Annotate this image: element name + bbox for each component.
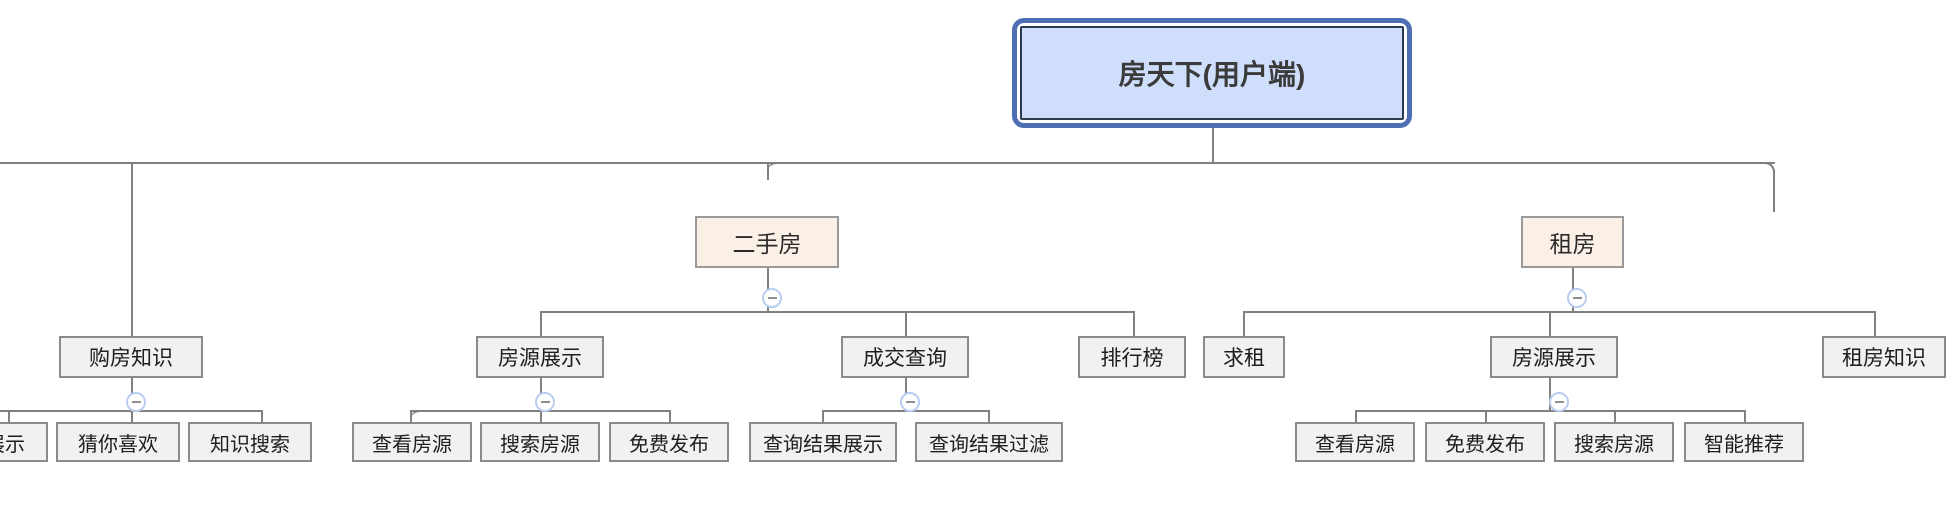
node-zhanshi-clipped[interactable]: 展示: [0, 422, 48, 462]
node-zhanshi-clipped-label: 展示: [0, 433, 25, 456]
root-selection-frame: [1012, 18, 1412, 128]
connector-zufang-drop: [1572, 261, 1574, 311]
minus-circle-icon-zufang[interactable]: [1567, 288, 1587, 308]
node-cainixihuan-label: 猜你喜欢: [78, 433, 158, 456]
connector-l3-zufangyuan: [1549, 311, 1551, 337]
node-chakanfangyuan-ershoufang[interactable]: 查看房源: [352, 422, 472, 462]
node-zufangzhishi[interactable]: 租房知识: [1822, 336, 1946, 378]
node-mianfeifabu-zufang-label: 免费发布: [1445, 433, 1525, 456]
node-paihangbang[interactable]: 排行榜: [1078, 336, 1186, 378]
node-mianfeifabu-ershoufang[interactable]: 免费发布: [609, 422, 729, 462]
connector-l3-fangyuan: [540, 311, 542, 337]
node-ershoufang-fangyuanzhanshi-label: 房源展示: [498, 347, 582, 370]
node-zufang[interactable]: 租房: [1521, 216, 1624, 268]
node-chaxunjieguoguolv-label: 查询结果过滤: [929, 433, 1049, 456]
node-chaxunjieguozhanshi[interactable]: 查询结果展示: [749, 422, 897, 462]
node-mianfeifabu-ershoufang-label: 免费发布: [629, 433, 709, 456]
connector-child-b1: [822, 410, 824, 424]
connector-l3-qiuzu: [1243, 311, 1245, 337]
connector-root-stem: [1212, 128, 1214, 162]
node-mianfeifabu-zufang[interactable]: 免费发布: [1425, 422, 1545, 462]
node-chakanfangyuan-ershoufang-label: 查看房源: [372, 433, 452, 456]
minus-circle-icon-zufang-fangyuanzhanshi[interactable]: [1549, 392, 1569, 412]
node-chaxunjieguozhanshi-label: 查询结果展示: [763, 433, 883, 456]
node-ershoufang[interactable]: 二手房: [695, 216, 839, 268]
node-goufangzhishi[interactable]: 购房知识: [59, 336, 203, 378]
node-zufang-label: 租房: [1549, 231, 1596, 257]
connector-child-d4: [1744, 410, 1746, 424]
node-sousuofangyuan-ershoufang-label: 搜索房源: [500, 433, 580, 456]
node-zufangzhishi-label: 租房知识: [1842, 347, 1926, 370]
connector-main-bus: [0, 162, 1775, 164]
connector-child-c1: [8, 410, 10, 424]
connector-child-c3: [261, 410, 263, 424]
node-ershoufang-fangyuanzhanshi[interactable]: 房源展示: [476, 336, 604, 378]
connector-elbow-a1: [410, 410, 422, 424]
node-qiuzu[interactable]: 求租: [1203, 336, 1285, 378]
connector-child-a2: [540, 410, 542, 424]
node-sousuofangyuan-zufang[interactable]: 搜索房源: [1554, 422, 1674, 462]
node-goufangzhishi-label: 购房知识: [89, 347, 173, 370]
node-zhishisousuo-label: 知识搜索: [210, 433, 290, 456]
connector-child-c2: [131, 410, 133, 424]
connector-ershoufang-bus: [540, 311, 1135, 313]
connector-to-zufang: [1773, 170, 1775, 212]
node-root[interactable]: 房天下(用户端): [1020, 26, 1404, 120]
node-chengjiaochaxun-label: 成交查询: [863, 347, 947, 370]
node-zhinengtuijian-label: 智能推荐: [1704, 433, 1784, 456]
node-root-label: 房天下(用户端): [1118, 59, 1306, 90]
connector-child-d1: [1355, 410, 1357, 424]
connector-child-d2: [1485, 410, 1487, 424]
minus-circle-icon-fangyuanzhanshi[interactable]: [535, 392, 555, 412]
node-zufang-fangyuanzhanshi-label: 房源展示: [1512, 347, 1596, 370]
node-zufang-fangyuanzhanshi[interactable]: 房源展示: [1490, 336, 1618, 378]
connector-l3-zufangzhishi: [1874, 311, 1876, 337]
connector-ershoufang-drop: [767, 261, 769, 311]
node-chakanfangyuan-zufang[interactable]: 查看房源: [1295, 422, 1415, 462]
connector-child-d3: [1614, 410, 1616, 424]
node-chakanfangyuan-zufang-label: 查看房源: [1315, 433, 1395, 456]
connector-l3-paihang: [1133, 311, 1135, 337]
connector-zfy-bus: [1355, 410, 1745, 412]
connector-goufang-stem: [131, 162, 133, 336]
minus-circle-icon-ershoufang[interactable]: [762, 288, 782, 308]
node-chaxunjieguoguolv[interactable]: 查询结果过滤: [915, 422, 1063, 462]
node-sousuofangyuan-zufang-label: 搜索房源: [1574, 433, 1654, 456]
node-zhishisousuo[interactable]: 知识搜索: [188, 422, 312, 462]
node-sousuofangyuan-ershoufang[interactable]: 搜索房源: [480, 422, 600, 462]
node-ershoufang-label: 二手房: [732, 231, 802, 257]
connector-child-b2: [988, 410, 990, 424]
minus-circle-icon-goufangzhishi[interactable]: [126, 392, 146, 412]
connector-zufang-bus: [1243, 311, 1875, 313]
connector-l3-chengjiao: [905, 311, 907, 337]
node-qiuzu-label: 求租: [1223, 347, 1265, 370]
connector-elbow-ershoufang: [767, 162, 781, 180]
node-cainixihuan[interactable]: 猜你喜欢: [56, 422, 180, 462]
minus-circle-icon-chengjiaochaxun[interactable]: [900, 392, 920, 412]
connector-child-a1: [410, 410, 412, 424]
node-chengjiaochaxun[interactable]: 成交查询: [841, 336, 969, 378]
node-paihangbang-label: 排行榜: [1100, 347, 1164, 370]
connector-child-a3: [669, 410, 671, 424]
node-zhinengtuijian[interactable]: 智能推荐: [1684, 422, 1804, 462]
